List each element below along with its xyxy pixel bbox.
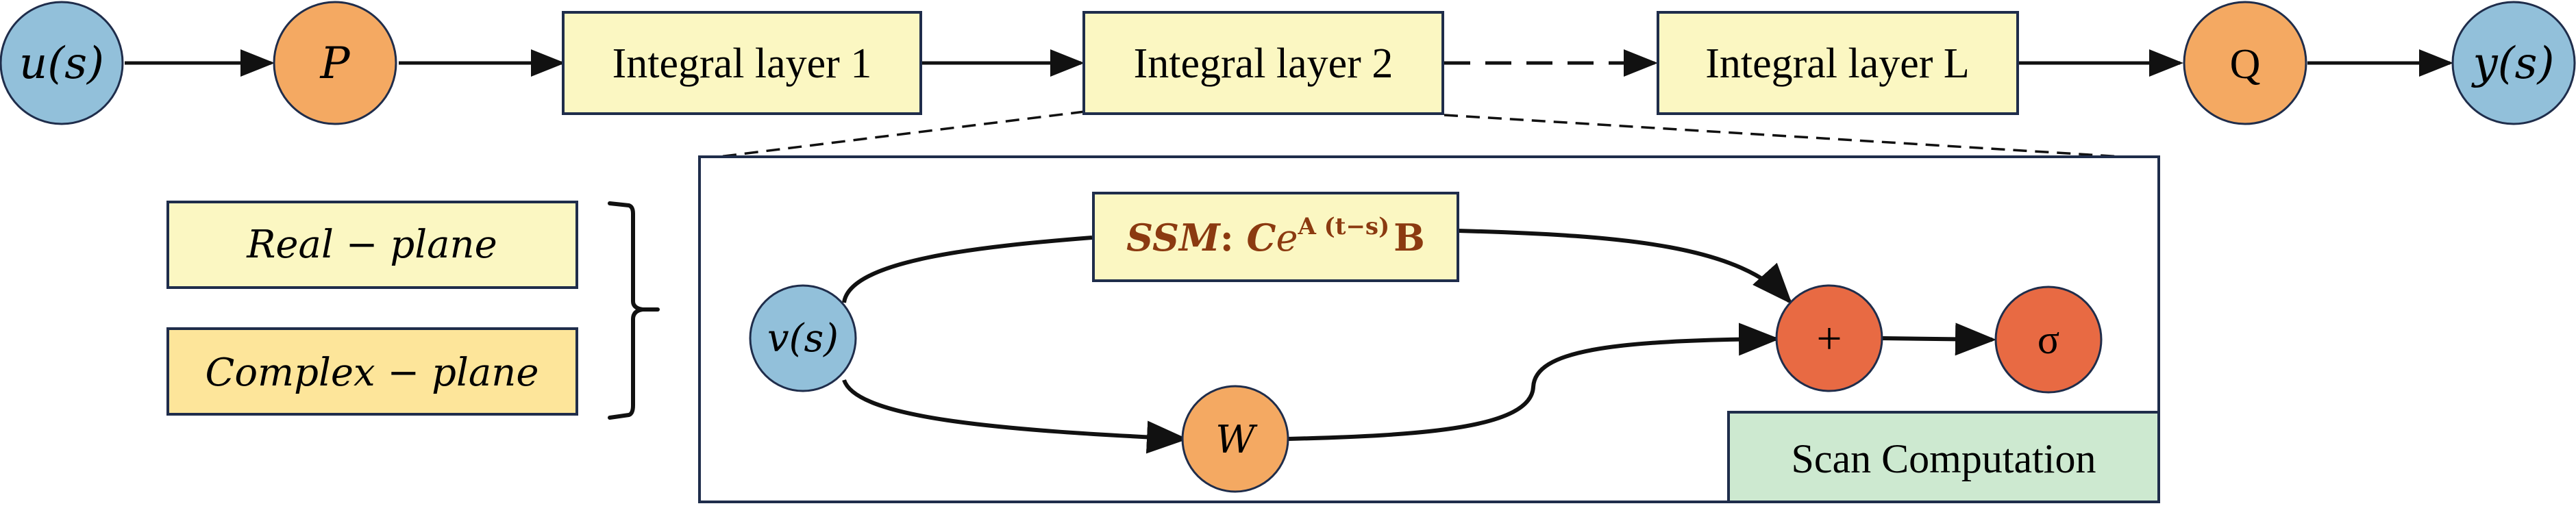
curve-v-to-w (842, 379, 1188, 454)
svg-text:v(s): v(s) (767, 316, 839, 361)
lift-label: P (319, 38, 350, 89)
scan-computation-box: Scan Computation (1727, 411, 2160, 503)
layerL-label: Integral layer L (1705, 40, 1970, 87)
curve-w-to-plus (1287, 322, 1780, 441)
zoom-line-right (1444, 114, 2157, 160)
layer2-label: Integral layer 2 (1134, 40, 1394, 87)
box-integral-layer-l: Integral layer L (1657, 11, 2019, 115)
zoom-lines (702, 110, 2157, 160)
input-arg: (s) (47, 38, 104, 89)
ssm-b: B (1394, 216, 1425, 260)
output-var: y (2471, 38, 2499, 89)
node-plus: + (1775, 284, 1883, 392)
ssm-prefix: SSM (1126, 216, 1222, 260)
legend-complex-plane: Complex − plane (166, 327, 578, 416)
node-p: P (273, 1, 397, 125)
arrow-plus-to-sigma (1881, 322, 1996, 356)
node-sigma: σ (1994, 286, 2103, 394)
svg-text:y(s): y(s) (2471, 38, 2555, 89)
v-arg: (s) (789, 316, 839, 361)
detail-panel: Scan Computation v(s) SSM: CeA (t−s)B (698, 155, 2160, 503)
node-output: y(s) (2451, 1, 2576, 125)
legend-real-label: Real − plane (246, 223, 497, 267)
sigma-label: σ (2038, 317, 2059, 362)
legend-complex-label: Complex − plane (205, 351, 538, 395)
box-integral-layer-2: Integral layer 2 (1082, 11, 1444, 115)
ssm-box: SSM: CeA (t−s)B (1092, 192, 1459, 282)
ssm-c: C (1246, 216, 1276, 260)
node-w: W (1181, 385, 1289, 493)
curve-ssm-to-plus (1457, 229, 1793, 305)
legend-brace (608, 201, 660, 420)
plus-label: + (1816, 314, 1842, 364)
layer1-label: Integral layer 1 (612, 40, 872, 87)
ssm-exponent: A (t−s) (1297, 213, 1389, 240)
scan-label: Scan Computation (1792, 436, 2096, 481)
v-var: v (767, 316, 789, 361)
legend-real-plane: Real − plane (166, 201, 578, 289)
input-var: u (19, 38, 47, 89)
svg-text:SSM: CeA (t−s)B: SSM: CeA (t−s)B (1126, 213, 1425, 260)
node-v: v(s) (749, 284, 857, 392)
node-input: u(s) (0, 1, 124, 125)
project-label: Q (2230, 41, 2261, 88)
ssm-e: e (1276, 216, 1298, 260)
ssm-colon: : (1220, 216, 1247, 260)
w-label: W (1215, 418, 1258, 462)
curve-v-to-ssm (842, 236, 1093, 303)
zoom-line-left (702, 110, 1085, 160)
box-integral-layer-1: Integral layer 1 (562, 11, 922, 115)
svg-text:u(s): u(s) (19, 38, 104, 89)
node-q: Q (2183, 1, 2307, 125)
detail-connectors (842, 229, 1996, 454)
output-arg: (s) (2498, 38, 2555, 89)
